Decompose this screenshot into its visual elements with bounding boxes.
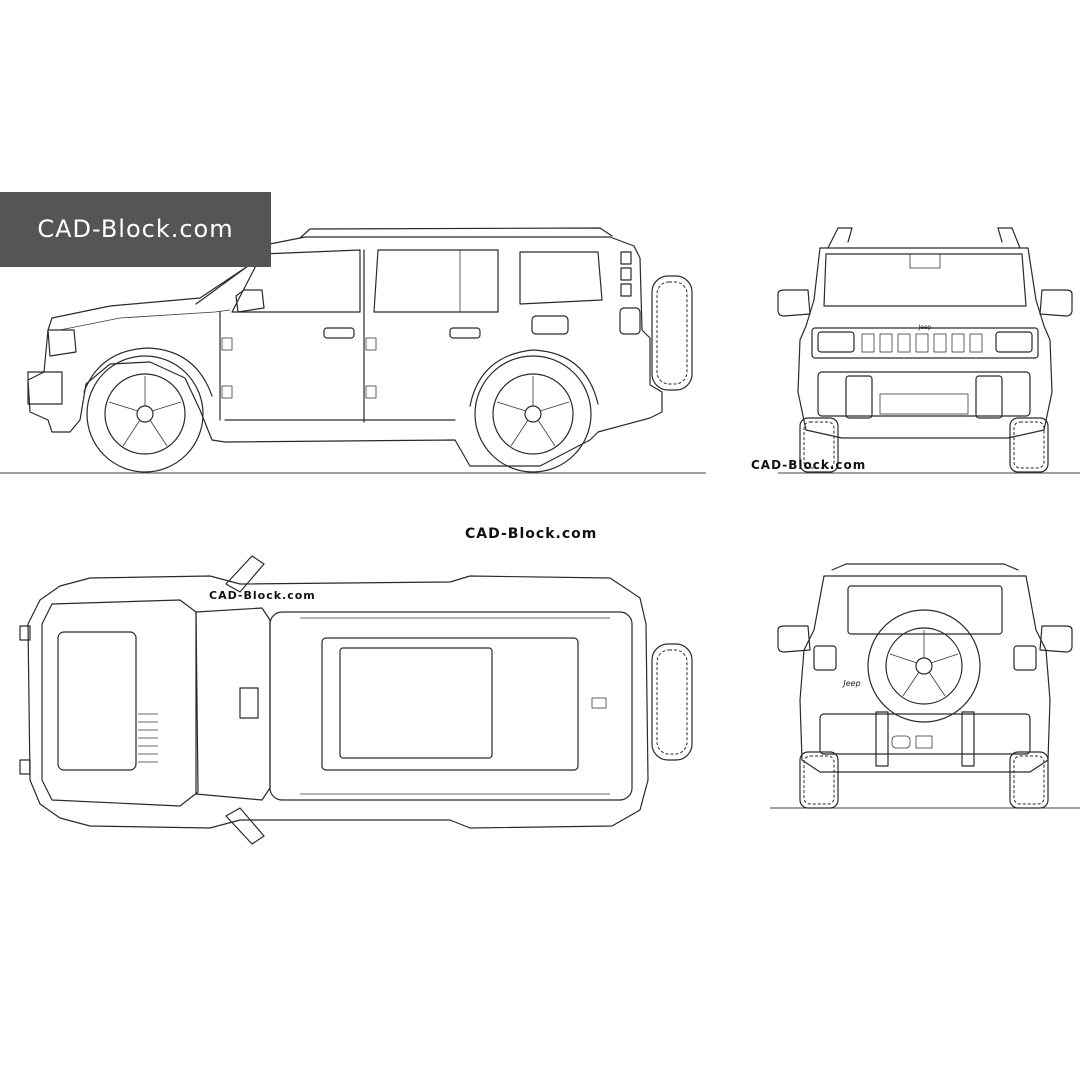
rear-spare-tyre xyxy=(867,609,981,723)
front-grille-slots xyxy=(861,333,983,353)
front-grille-badge: Jeep xyxy=(918,324,932,331)
side-front-door-handle xyxy=(323,327,355,339)
side-tail-light xyxy=(619,307,641,335)
side-front-window xyxy=(231,249,361,313)
rear-mirror-left xyxy=(777,625,811,653)
side-mirror xyxy=(235,289,265,313)
side-spare-tread xyxy=(656,281,688,385)
rear-tow-receiver xyxy=(915,735,933,749)
side-hinge-2 xyxy=(221,385,233,399)
brand-banner: CAD-Block.com xyxy=(0,192,271,267)
top-hood xyxy=(41,599,199,807)
front-windshield xyxy=(823,253,1027,307)
top-tow-hook-2 xyxy=(19,759,31,775)
rear-tail-light-right xyxy=(1013,645,1037,671)
rear-tail-light-left xyxy=(813,645,837,671)
side-rear-window xyxy=(373,249,499,313)
top-roof xyxy=(269,611,633,801)
top-rear-view-mirror xyxy=(239,687,259,719)
side-rear-vent-1 xyxy=(620,251,632,265)
rear-roof xyxy=(831,563,1019,571)
front-rear-view-mirror xyxy=(909,253,941,269)
rear-bumper-post-left xyxy=(875,711,889,767)
side-spare-tyre xyxy=(651,275,693,391)
top-tow-hook-1 xyxy=(19,625,31,641)
watermark-center: CAD-Block.com xyxy=(465,526,598,542)
rear-bumper xyxy=(819,713,1031,755)
rear-window xyxy=(847,585,1003,635)
side-hinge-4 xyxy=(365,385,377,399)
top-view-vehicle-icon xyxy=(19,555,693,845)
front-fog-light-left xyxy=(845,375,873,419)
side-quarter-window xyxy=(519,251,603,305)
side-headlight xyxy=(47,329,77,357)
top-sunroof-frame xyxy=(321,637,579,771)
front-lower-grille xyxy=(879,393,969,415)
watermark-top-view: CAD-Block.com xyxy=(209,589,316,602)
top-mirror-left xyxy=(225,555,265,593)
rear-spare-rim xyxy=(885,627,963,705)
watermark-front-view: CAD-Block.com xyxy=(751,458,867,472)
rear-tyre-right xyxy=(1009,751,1049,809)
rear-tyre-left xyxy=(799,751,839,809)
side-fuel-cap xyxy=(531,315,569,335)
side-rear-tyre xyxy=(474,355,592,473)
side-body-outline xyxy=(27,236,663,467)
rear-tyre-left-tread xyxy=(803,755,835,805)
side-front-arch xyxy=(83,347,213,397)
side-front-hub xyxy=(136,405,154,423)
top-spare-tread xyxy=(656,649,688,755)
side-front-bumper xyxy=(27,371,63,405)
side-a-pillar xyxy=(195,265,249,305)
top-windshield xyxy=(195,607,271,801)
side-rear-vent-2 xyxy=(620,267,632,281)
rear-plate-light xyxy=(891,735,911,749)
side-front-tyre xyxy=(86,355,204,473)
top-hood-vents xyxy=(138,713,158,763)
top-spare-tyre xyxy=(651,643,693,761)
top-antenna xyxy=(591,697,607,709)
top-mirror-right xyxy=(225,807,265,845)
front-tyre-right-tread xyxy=(1013,421,1045,469)
side-rear-hub xyxy=(524,405,542,423)
front-headlight-left xyxy=(817,331,855,353)
front-roof-bar-right xyxy=(997,227,1021,249)
front-tyre-left xyxy=(799,417,839,473)
top-body-outline xyxy=(27,575,649,829)
top-hood-panel xyxy=(57,631,137,771)
front-bumper xyxy=(817,371,1031,417)
rear-mirror-right xyxy=(1039,625,1073,653)
side-rear-door-handle xyxy=(449,327,481,339)
front-grille xyxy=(811,327,1039,359)
side-roof-rail xyxy=(299,227,613,239)
side-hinge-1 xyxy=(221,337,233,351)
rear-bumper-post-right xyxy=(961,711,975,767)
front-body-outline xyxy=(797,247,1053,439)
side-view-vehicle-icon xyxy=(0,227,706,474)
front-headlight-right xyxy=(995,331,1033,353)
brand-banner-text: CAD-Block.com xyxy=(37,215,234,243)
front-view-vehicle-icon: Jeep xyxy=(777,227,1080,474)
front-mirror-right xyxy=(1039,289,1073,317)
front-fog-light-right xyxy=(975,375,1003,419)
top-sunroof-glass xyxy=(339,647,493,759)
rear-view-vehicle-icon: Jeep xyxy=(770,563,1080,809)
rear-spare-hub xyxy=(915,657,933,675)
front-roof-bar-left xyxy=(827,227,853,249)
rear-tailgate-badge: Jeep xyxy=(841,679,860,688)
side-hinge-3 xyxy=(365,337,377,351)
side-hood-line xyxy=(59,309,231,331)
front-mirror-left xyxy=(777,289,811,317)
side-rear-vent-3 xyxy=(620,283,632,297)
side-rear-arch xyxy=(469,349,599,407)
side-front-rim xyxy=(104,373,186,455)
side-rear-rim xyxy=(492,373,574,455)
front-tyre-right xyxy=(1009,417,1049,473)
rear-tyre-right-tread xyxy=(1013,755,1045,805)
